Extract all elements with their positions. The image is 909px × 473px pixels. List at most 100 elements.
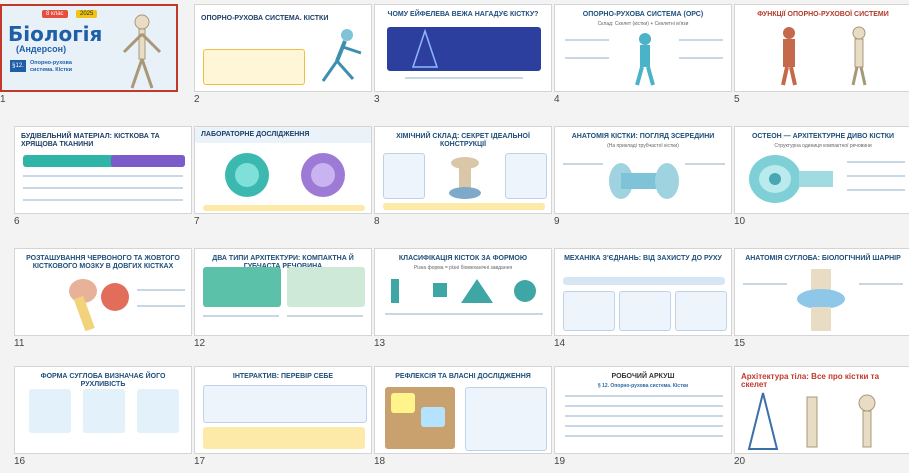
slide-number: 9 xyxy=(554,216,560,227)
slide-number: 12 xyxy=(194,338,206,349)
sticky-note xyxy=(391,393,415,413)
skeleton-infographic-icon xyxy=(747,392,876,450)
slide-title: БУДІВЕЛЬНИЙ МАТЕРІАЛ: КІСТКОВА ТА ХРЯЩОВ… xyxy=(21,133,160,148)
slide-number: 2 xyxy=(194,94,200,105)
slide-thumbnail-18[interactable]: РЕФЛЕКСІЯ ТА ВЛАСНІ ДОСЛІДЖЕННЯ xyxy=(374,366,552,454)
text-line xyxy=(859,283,903,285)
slide-number: 10 xyxy=(734,216,746,227)
slide-cell: ФУНКЦІЇ ОПОРНО-РУХОВОЇ СИСТЕМИ 5 xyxy=(734,4,909,105)
microscope-images-icon xyxy=(225,153,345,197)
slide-cell: АНАТОМІЯ КІСТКИ: ПОГЛЯД ЗСЕРЕДИНИ (На пр… xyxy=(554,126,734,227)
slide-thumbnail-11[interactable]: РОЗТАШУВАННЯ ЧЕРВОНОГО ТА ЖОВТОГО КІСТКО… xyxy=(14,248,192,336)
slide-number: 17 xyxy=(194,456,206,467)
text-line xyxy=(847,175,905,177)
tubular-bone-icon xyxy=(609,163,679,199)
slide-thumbnail-16[interactable]: ФОРМА СУГЛОБА ВИЗНАЧАЄ ЙОГО РУХЛИВІСТЬ xyxy=(14,366,192,454)
slide-cell: Архітектура тіла: Все про кістки та скел… xyxy=(734,366,909,467)
slide-thumbnail-3[interactable]: ЧОМУ ЕЙФЕЛЕВА ВЕЖА НАГАДУЄ КІСТКУ? xyxy=(374,4,552,92)
slide-title: МЕХАНІКА З'ЄДНАНЬ: ВІД ЗАХИСТУ ДО РУХУ xyxy=(564,255,722,262)
slide-thumbnail-1[interactable]: 8 клас 2025 Біологія (Андерсон) §12. Опо… xyxy=(0,4,178,92)
slide-thumbnail-4[interactable]: ОПОРНО-РУХОВА СИСТЕМА (ОРС) Склад: Скеле… xyxy=(554,4,732,92)
spongy-bone-image xyxy=(287,267,365,307)
worksheet-line xyxy=(565,435,723,437)
slide-title: КЛАСИФІКАЦІЯ КІСТОК ЗА ФОРМОЮ xyxy=(398,255,528,262)
slide-thumbnail-19[interactable]: РОБОЧИЙ АРКУШ § 12. Опорно-рухова систем… xyxy=(554,366,732,454)
joint-type-card xyxy=(619,291,671,331)
slide-number: 16 xyxy=(14,456,26,467)
text-line xyxy=(679,39,723,41)
slide-title: АНАТОМІЯ СУГЛОБА: БІОЛОГІЧНИЙ ШАРНІР xyxy=(745,255,901,262)
slide-title: РОБОЧИЙ АРКУШ xyxy=(611,373,675,380)
slide-title: ОПОРНО-РУХОВА СИСТЕМА (ОРС) xyxy=(582,11,704,18)
slide-thumbnail-6[interactable]: БУДІВЕЛЬНИЙ МАТЕРІАЛ: КІСТКОВА ТА ХРЯЩОВ… xyxy=(14,126,192,214)
slide-thumbnail-12[interactable]: ДВА ТИПИ АРХІТЕКТУРИ: КОМПАКТНА Й ГУБЧАС… xyxy=(194,248,372,336)
slide-title: ДВА ТИПИ АРХІТЕКТУРИ: КОМПАКТНА Й ГУБЧАС… xyxy=(212,255,354,270)
slide-cell: МЕХАНІКА З'ЄДНАНЬ: ВІД ЗАХИСТУ ДО РУХУ 1… xyxy=(554,248,734,349)
slide-title: Біологія xyxy=(8,22,103,46)
slide-cell: РОЗТАШУВАННЯ ЧЕРВОНОГО ТА ЖОВТОГО КІСТКО… xyxy=(14,248,194,349)
quiz-table xyxy=(203,385,367,423)
slide-thumbnail-2[interactable]: ОПОРНО-РУХОВА СИСТЕМА. КІСТКИ xyxy=(194,4,372,92)
slide-thumbnail-14[interactable]: МЕХАНІКА З'ЄДНАНЬ: ВІД ЗАХИСТУ ДО РУХУ xyxy=(554,248,732,336)
slide-subtitle: § 12. Опорно-рухова система. Кістки xyxy=(597,383,689,389)
knee-joint-icon xyxy=(797,269,845,331)
eiffel-tower-icon xyxy=(411,29,439,68)
slide-title: ІНТЕРАКТИВ: ПЕРЕВІР СЕБЕ xyxy=(232,373,334,380)
slide-thumbnail-7[interactable]: ЛАБОРАТОРНЕ ДОСЛІДЖЕННЯ xyxy=(194,126,372,214)
slide-title: ОПОРНО-РУХОВА СИСТЕМА. КІСТКИ xyxy=(201,15,329,22)
slide-header xyxy=(195,127,371,143)
eiffel-bone-image xyxy=(387,27,541,71)
text-line xyxy=(847,189,905,191)
slide-title: РЕФЛЕКСІЯ ТА ВЛАСНІ ДОСЛІДЖЕННЯ xyxy=(395,373,531,380)
slide-title: АНАТОМІЯ КІСТКИ: ПОГЛЯД ЗСЕРЕДИНИ xyxy=(571,133,715,140)
worksheet-line xyxy=(565,415,723,417)
slide-cell: РЕФЛЕКСІЯ ТА ВЛАСНІ ДОСЛІДЖЕННЯ 18 xyxy=(374,366,554,467)
slide-number: 20 xyxy=(734,456,746,467)
joint-card xyxy=(137,389,179,433)
muscle-skeleton-figures-icon xyxy=(781,26,867,86)
slide-cell: ОПОРНО-РУХОВА СИСТЕМА. КІСТКИ 2 xyxy=(194,4,374,105)
note-box xyxy=(383,203,545,210)
joint-type-card xyxy=(563,291,615,331)
slide-cell: 8 клас 2025 Біологія (Андерсон) §12. Опо… xyxy=(0,4,180,105)
slide-title: РОЗТАШУВАННЯ ЧЕРВОНОГО ТА ЖОВТОГО КІСТКО… xyxy=(26,255,180,270)
slide-subtitle: (Андерсон) xyxy=(16,44,67,54)
slide-thumbnail-9[interactable]: АНАТОМІЯ КІСТКИ: ПОГЛЯД ЗСЕРЕДИНИ (На пр… xyxy=(554,126,732,214)
slide-title: ХІМІЧНИЙ СКЛАД: СЕКРЕТ ІДЕАЛЬНОЇ КОНСТРУ… xyxy=(396,133,530,148)
worksheet-line xyxy=(565,425,723,427)
slide-thumbnail-20[interactable]: Архітектура тіла: Все про кістки та скел… xyxy=(734,366,909,454)
year-badge: 2025 xyxy=(76,10,98,18)
table-row xyxy=(23,175,183,177)
slide-thumbnail-5[interactable]: ФУНКЦІЇ ОПОРНО-РУХОВОЇ СИСТЕМИ xyxy=(734,4,909,92)
slide-number: 11 xyxy=(14,338,25,349)
table-header xyxy=(111,155,185,167)
long-bone-marrow-icon xyxy=(69,279,129,332)
slide-number: 6 xyxy=(14,216,20,227)
worksheet-line xyxy=(565,405,723,407)
slide-thumbnail-17[interactable]: ІНТЕРАКТИВ: ПЕРЕВІР СЕБЕ xyxy=(194,366,372,454)
text-line xyxy=(385,313,543,315)
text-line xyxy=(685,163,725,165)
slide-cell: ДВА ТИПИ АРХІТЕКТУРИ: КОМПАКТНА Й ГУБЧАС… xyxy=(194,248,374,349)
worksheet-line xyxy=(565,395,723,397)
research-box xyxy=(465,387,547,451)
text-line xyxy=(137,305,185,307)
slide-thumbnail-13[interactable]: КЛАСИФІКАЦІЯ КІСТОК ЗА ФОРМОЮ Різна форм… xyxy=(374,248,552,336)
slide-number: 14 xyxy=(554,338,566,349)
sticky-note xyxy=(421,407,445,427)
text-line xyxy=(743,283,787,285)
slide-cell: РОБОЧИЙ АРКУШ § 12. Опорно-рухова систем… xyxy=(554,366,734,467)
text-line xyxy=(565,57,609,59)
slide-number: 8 xyxy=(374,216,380,227)
content-box xyxy=(203,49,305,85)
slide-thumbnail-8[interactable]: ХІМІЧНИЙ СКЛАД: СЕКРЕТ ІДЕАЛЬНОЇ КОНСТРУ… xyxy=(374,126,552,214)
slide-cell: ІНТЕРАКТИВ: ПЕРЕВІР СЕБЕ 17 xyxy=(194,366,374,467)
slide-subtitle: Склад: Скелет (кістки) + Скелетні м'язи xyxy=(597,21,689,27)
slide-thumbnail-10[interactable]: ОСТЕОН — АРХІТЕКТУРНЕ ДИВО КІСТКИ Структ… xyxy=(734,126,909,214)
slide-cell: АНАТОМІЯ СУГЛОБА: БІОЛОГІЧНИЙ ШАРНІР 15 xyxy=(734,248,909,349)
slide-cell: ХІМІЧНИЙ СКЛАД: СЕКРЕТ ІДЕАЛЬНОЇ КОНСТРУ… xyxy=(374,126,554,227)
text-line xyxy=(679,57,723,59)
slide-title: ОСТЕОН — АРХІТЕКТУРНЕ ДИВО КІСТКИ xyxy=(751,133,895,140)
slide-thumbnail-15[interactable]: АНАТОМІЯ СУГЛОБА: БІОЛОГІЧНИЙ ШАРНІР xyxy=(734,248,909,336)
slide-number: 4 xyxy=(554,94,560,105)
